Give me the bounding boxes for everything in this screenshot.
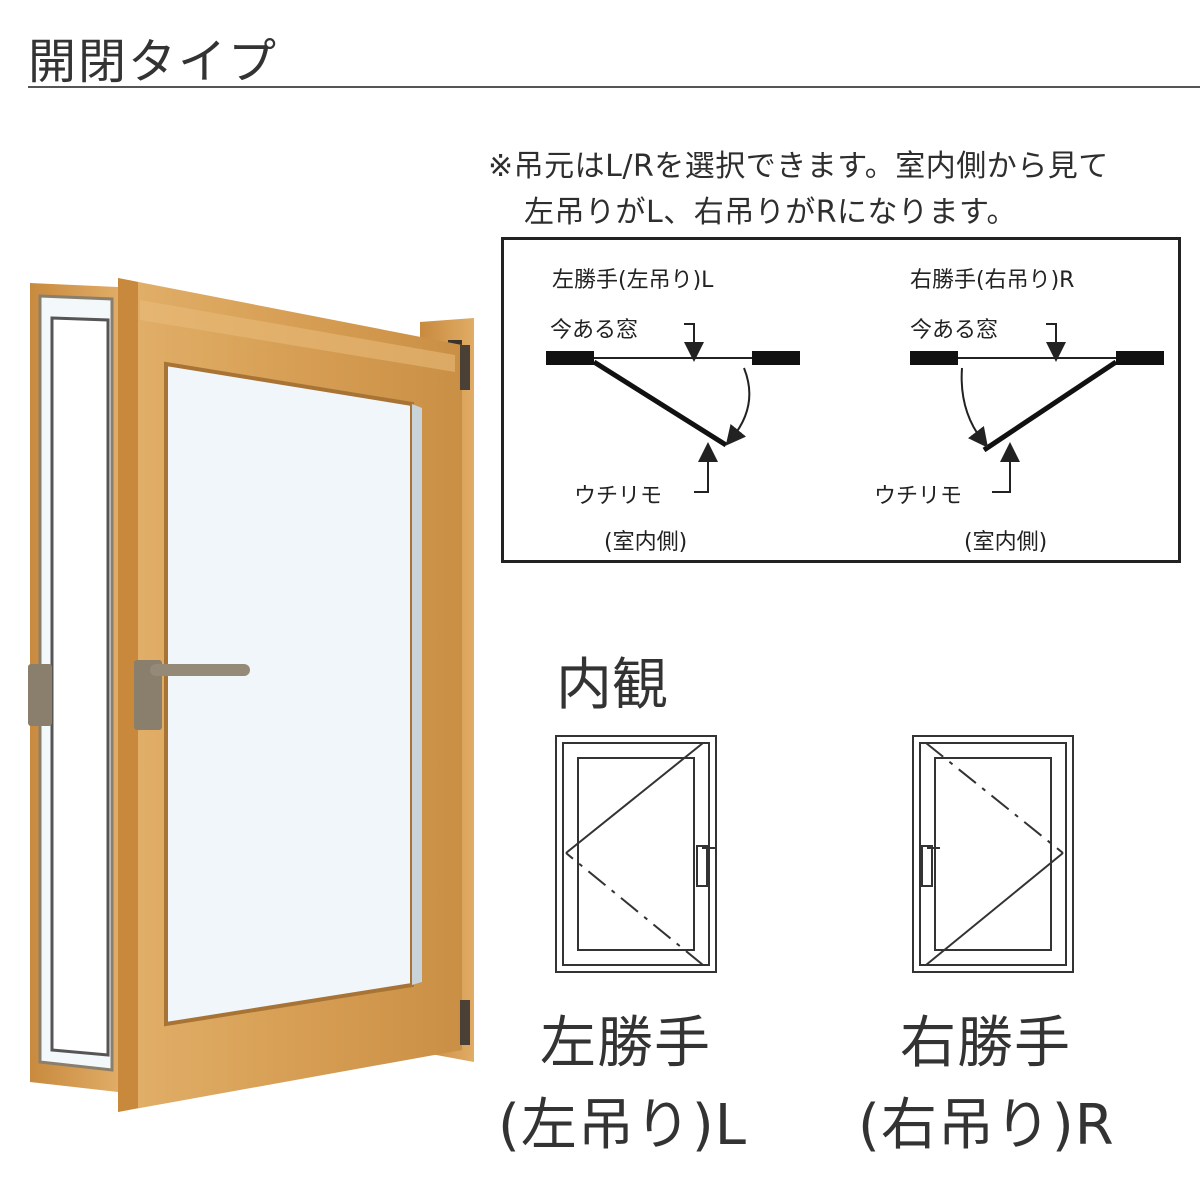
left-hand-label: 左勝手 — [540, 1011, 711, 1076]
right-hand-label: 右勝手 — [900, 1011, 1071, 1076]
hinge-diagram-svg — [546, 323, 1164, 493]
right-indoor-label: (室内側) — [964, 530, 1048, 555]
hinge-note-line-2: 左吊りがL、右吊りがRになります。 — [524, 195, 1018, 230]
right-existing-window-label: 今ある窓 — [910, 318, 999, 343]
page-title: 開閉タイプ — [28, 34, 279, 90]
left-diagram-heading: 左勝手(左吊り)L — [552, 268, 714, 293]
interior-view-heading: 内観 — [556, 653, 668, 718]
hinge-note-line-1: ※吊元はL/Rを選択できます。室内側から見て — [488, 149, 1109, 184]
left-hinge-diagram — [546, 323, 800, 493]
right-hinge-label: (右吊り)R — [858, 1093, 1115, 1158]
left-inner-window-label: ウチリモ — [574, 484, 663, 509]
left-hinge-label: (左吊り)L — [498, 1093, 747, 1158]
left-indoor-label: (室内側) — [604, 530, 688, 555]
hinge-diagram-box: 左勝手(左吊り)L 今ある窓 ウチリモ (室内側) 右勝手(右吊り)R 今ある窓… — [501, 237, 1181, 563]
left-existing-window-label: 今ある窓 — [550, 318, 639, 343]
window-sash — [118, 278, 470, 1112]
title-divider — [28, 86, 1200, 88]
hinge-note: ※吊元はL/Rを選択できます。室内側から見て 左吊りがL、右吊りがRになります。 — [488, 144, 1109, 236]
handle-icon — [28, 660, 250, 730]
right-diagram-heading: 右勝手(右吊り)R — [910, 268, 1075, 293]
right-inner-window-label: ウチリモ — [874, 484, 963, 509]
right-hinge-diagram — [910, 323, 1164, 493]
